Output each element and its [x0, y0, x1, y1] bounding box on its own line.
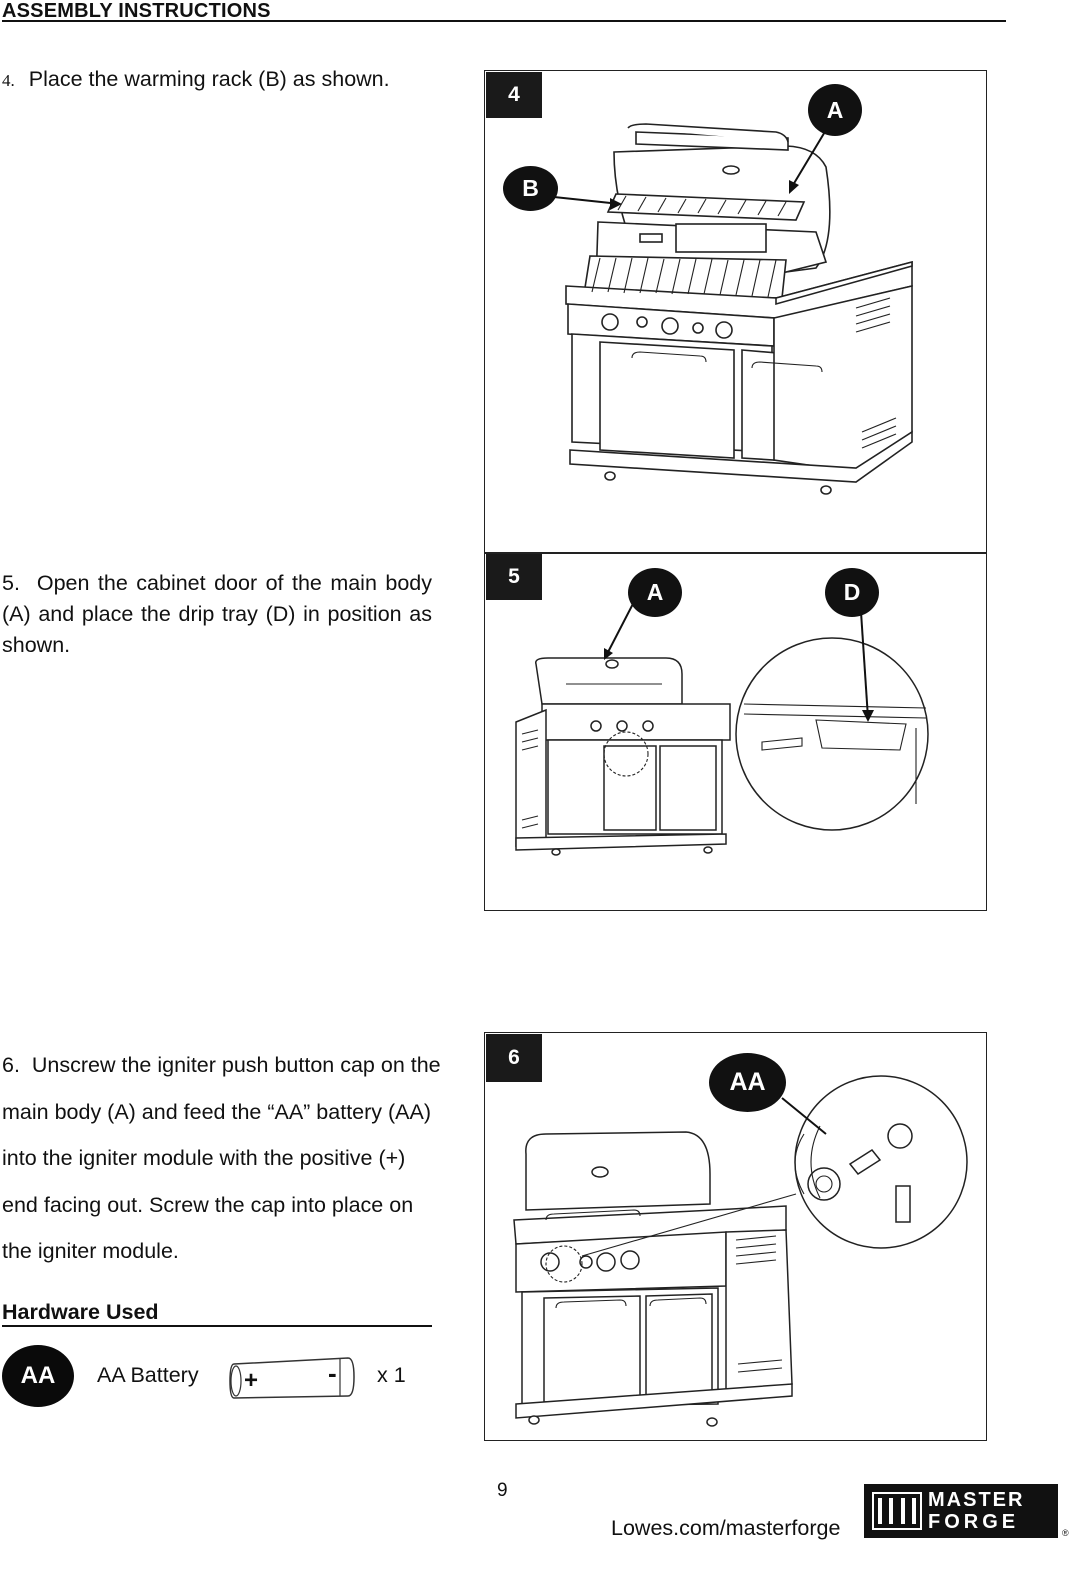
aa-badge: AA [2, 1345, 74, 1407]
master-forge-logo: MASTER FORGE [864, 1484, 1058, 1538]
header-rule [2, 20, 1006, 22]
panel-4-number: 4 [486, 72, 542, 118]
step-4-text: Place the warming rack (B) as shown. [28, 67, 390, 91]
hardware-title: Hardware Used [2, 1300, 159, 1324]
step-5-number: 5. [2, 571, 20, 595]
logo-line-1: MASTER [928, 1489, 1025, 1511]
battery-plus-sign: + [244, 1367, 258, 1394]
aa-battery-label: AA Battery [97, 1363, 199, 1387]
callout-a-step4: A [808, 84, 862, 136]
grill-igniter-battery-illustration [513, 1075, 968, 1427]
grill-drip-tray-illustration [515, 597, 929, 856]
logo-line-2: FORGE [928, 1511, 1020, 1533]
step-4-number: 4. [2, 71, 15, 90]
step-6-text: Unscrew the igniter push button cap on t… [2, 1053, 441, 1263]
panel-6-number: 6 [486, 1034, 542, 1082]
page-number: 9 [497, 1480, 508, 1501]
panel-divider [484, 552, 987, 554]
callout-d-step5: D [825, 568, 879, 617]
hardware-rule [2, 1325, 432, 1327]
battery-minus-sign: - [328, 1358, 337, 1388]
logo-emblem-icon [872, 1492, 922, 1530]
footer-url: Lowes.com/masterforge [611, 1516, 841, 1540]
aa-quantity: x 1 [377, 1363, 406, 1387]
callout-b-step4: B [503, 166, 558, 211]
callout-aa-step6: AA [709, 1053, 786, 1112]
step-5-text: Open the cabinet door of the main body (… [2, 571, 433, 657]
section-title: ASSEMBLY INSTRUCTIONS [2, 0, 271, 22]
grill-warming-rack-illustration [553, 123, 913, 495]
step-4-instruction: 4. Place the warming rack (B) as shown. [2, 67, 390, 92]
step-6-number: 6. [2, 1053, 20, 1077]
step-5-instruction: 5. Open the cabinet door of the main bod… [2, 568, 432, 661]
registered-mark: ® [1062, 1528, 1069, 1538]
callout-a-step5: A [628, 568, 682, 617]
aa-battery-icon: + - [229, 1357, 355, 1399]
step-6-instruction: 6. Unscrew the igniter push button cap o… [2, 1042, 442, 1275]
panel-5-number: 5 [486, 554, 542, 600]
